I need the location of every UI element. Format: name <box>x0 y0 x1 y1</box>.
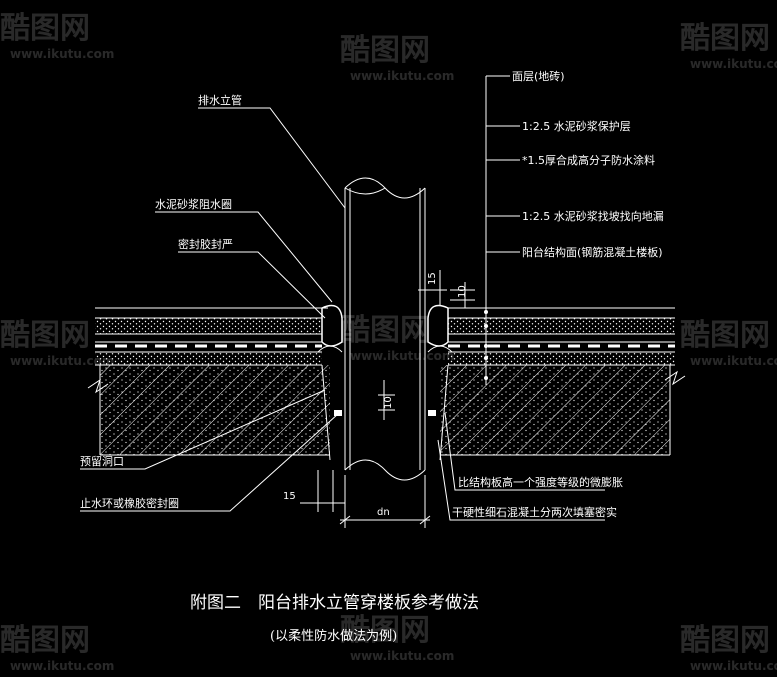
watermark-url: www.ikutu.com <box>350 349 454 363</box>
sealant-left <box>321 304 343 347</box>
label-dry-concrete: 干硬性细石混凝土分两次填塞密实 <box>452 505 617 519</box>
dim-15-top: 15 <box>427 272 438 285</box>
watermark-brand: 酷图网 <box>340 33 430 68</box>
watermark-url: www.ikutu.com <box>350 69 454 83</box>
watermark-url: www.ikutu.com <box>690 659 777 673</box>
label-structure: 阳台结构面(钢筋混凝土楼板) <box>522 245 663 259</box>
dim-10-top: 10 <box>457 285 468 298</box>
page-subtitle: (以柔性防水做法为例) <box>270 628 397 644</box>
dimensions: 15 10 10 15 dn <box>283 270 475 528</box>
watermark-brand: 酷图网 <box>0 11 90 46</box>
watermark-group: 酷图网 www.ikutu.com 酷图网 www.ikutu.com 酷图网 … <box>0 11 777 673</box>
label-reserved-hole: 预留洞口 <box>80 455 124 468</box>
watermark-url: www.ikutu.com <box>10 659 114 673</box>
watermark-url: www.ikutu.com <box>690 57 777 71</box>
watermark-url: www.ikutu.com <box>350 649 454 663</box>
leaders-right <box>437 75 605 521</box>
watermark-brand: 酷图网 <box>340 613 430 648</box>
label-mortar-protect: 1:2.5 水泥砂浆保护层 <box>522 119 631 133</box>
water-stop-left <box>334 410 342 416</box>
label-mortar-ring: 水泥砂浆阻水圈 <box>155 197 232 211</box>
drain-pipe <box>344 177 426 481</box>
label-drain-pipe: 排水立管 <box>198 93 242 107</box>
page-title: 附图二 阳台排水立管穿楼板参考做法 <box>190 593 479 613</box>
watermark-brand: 酷图网 <box>680 318 770 353</box>
water-stop-right <box>428 410 436 416</box>
watermark-url: www.ikutu.com <box>690 354 777 368</box>
dim-15-bottom: 15 <box>283 491 296 502</box>
floor-section <box>87 304 686 461</box>
watermark-brand: 酷图网 <box>340 313 430 348</box>
watermark-url: www.ikutu.com <box>10 354 114 368</box>
label-surface: 面层(地砖) <box>512 69 565 83</box>
label-micro-expansion: 比结构板高一个强度等级的微膨胀 <box>458 475 623 489</box>
sealant-right <box>427 304 449 347</box>
dim-10-mid: 10 <box>383 396 394 409</box>
label-water-stop-ring: 止水环或橡胶密封圈 <box>80 496 179 510</box>
watermark-brand: 酷图网 <box>680 623 770 658</box>
watermark-url: www.ikutu.com <box>10 47 114 61</box>
watermark-brand: 酷图网 <box>0 623 90 658</box>
watermark-brand: 酷图网 <box>680 21 770 56</box>
leaders-left <box>80 107 346 512</box>
label-waterproof-coat: *1.5厚合成高分子防水涂料 <box>522 153 655 167</box>
label-sealant: 密封胶封严 <box>178 237 233 251</box>
dim-dn: dn <box>377 507 390 518</box>
label-mortar-slope: 1:2.5 水泥砂浆找坡找向地漏 <box>522 209 664 223</box>
watermark-brand: 酷图网 <box>0 318 90 353</box>
